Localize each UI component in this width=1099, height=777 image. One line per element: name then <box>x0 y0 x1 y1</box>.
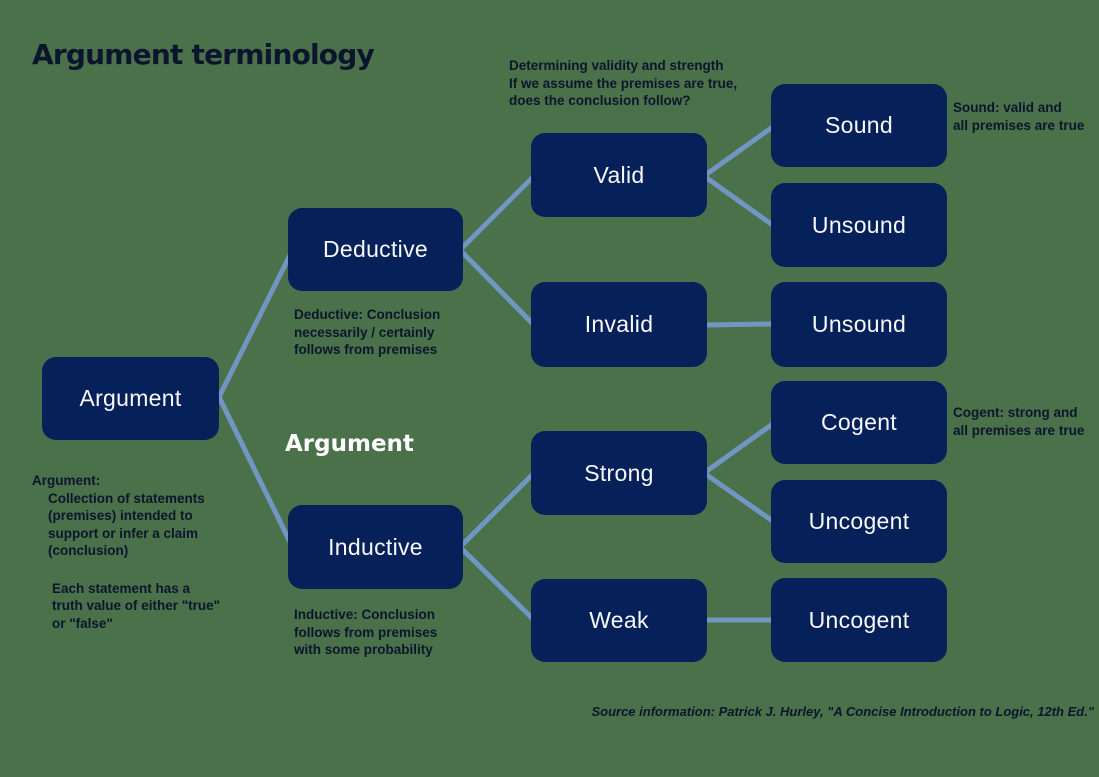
node-inductive: Inductive <box>288 505 463 589</box>
argument-note-block: Collection of statements (premises) inte… <box>48 490 220 560</box>
deductive-definition-note: Deductive: Conclusion necessarily / cert… <box>294 306 440 359</box>
edge-inductive-strong <box>457 470 537 550</box>
edge-deductive-invalid <box>457 247 537 328</box>
argument-watermark-text: Argument <box>285 431 414 457</box>
node-strong: Strong <box>531 431 707 515</box>
node-label: Inductive <box>328 533 423 560</box>
inductive-note-line: Inductive: Conclusion <box>294 607 436 622</box>
argument-definition-note: Argument: Collection of statements (prem… <box>32 472 220 632</box>
deductive-note-line: follows from premises <box>294 342 438 357</box>
node-unsound-after-invalid: Unsound <box>771 282 947 367</box>
argument-note-line: (conclusion) <box>48 543 129 558</box>
node-label: Uncogent <box>808 606 910 633</box>
argument-note-line: (premises) intended to <box>48 508 193 523</box>
node-label: Sound <box>824 112 893 138</box>
node-argument: Argument <box>42 357 219 440</box>
sound-note-line: all premises are true <box>953 117 1085 133</box>
edge-inductive-weak <box>457 544 537 623</box>
argument-note-line: or "false" <box>52 615 113 631</box>
node-label: Argument <box>79 385 182 411</box>
source-information: Source information: Patrick J. Hurley, "… <box>591 704 1094 719</box>
edge-argument-inductive <box>216 394 295 549</box>
node-unsound-after-valid: Unsound <box>771 183 947 267</box>
argument-note-line: support or infer a claim <box>48 525 199 541</box>
edge-argument-deductive <box>216 248 295 400</box>
inductive-note-line: with some probability <box>294 642 433 657</box>
node-label: Unsound <box>811 211 907 238</box>
cogent-note-line: Cogent: strong and <box>953 405 1078 420</box>
node-label: Weak <box>589 607 649 633</box>
node-sound: Sound <box>771 84 947 167</box>
edge-strong-cogent <box>701 420 777 476</box>
sound-note-line: Sound: valid and <box>953 100 1062 115</box>
node-valid: Valid <box>531 133 707 217</box>
node-uncogent-after-weak: Uncogent <box>771 578 947 662</box>
inductive-definition-note: Inductive: Conclusion follows from premi… <box>294 606 437 659</box>
edge-deductive-valid <box>457 173 537 253</box>
edge-strong-uncogent <box>701 470 777 525</box>
top-note-line: does the conclusion follow? <box>509 93 691 108</box>
deductive-note-line: Deductive: Conclusion <box>294 307 441 322</box>
argument-note-line: Collection of statements <box>48 490 205 506</box>
node-label: Cogent <box>821 409 897 435</box>
node-label: Deductive <box>323 236 428 262</box>
cogent-definition-note: Cogent: strong and all premises are true <box>953 404 1084 439</box>
node-label: Valid <box>593 161 645 188</box>
deductive-note-line: necessarily / certainly <box>294 324 435 340</box>
top-note-line: Determining validity and strength <box>509 58 724 73</box>
node-label: Uncogent <box>808 508 910 534</box>
node-label: Invalid <box>584 311 654 337</box>
argument-note-line: Each statement has a <box>52 580 191 596</box>
inductive-note-line: follows from premises <box>294 624 438 640</box>
node-cogent: Cogent <box>771 381 947 464</box>
validity-strength-note: Determining validity and strength If we … <box>509 57 737 110</box>
edge-valid-unsound <box>701 173 777 229</box>
argument-note-heading: Argument: <box>32 473 101 488</box>
argument-note-block: Each statement has a truth value of eith… <box>52 580 220 633</box>
node-deductive: Deductive <box>288 208 463 291</box>
node-uncogent-after-strong: Uncogent <box>771 480 947 563</box>
node-weak: Weak <box>531 579 707 662</box>
node-invalid: Invalid <box>531 282 707 367</box>
edge-valid-sound <box>701 123 777 179</box>
node-label: Strong <box>584 459 654 486</box>
top-note-line: If we assume the premises are true, <box>509 75 738 91</box>
cogent-note-line: all premises are true <box>953 422 1085 438</box>
page-title: Argument terminology <box>32 38 375 71</box>
sound-definition-note: Sound: valid and all premises are true <box>953 99 1084 134</box>
node-label: Unsound <box>811 311 907 337</box>
argument-note-line: truth value of either "true" <box>52 598 221 613</box>
edge-invalid-unsound <box>701 321 777 328</box>
